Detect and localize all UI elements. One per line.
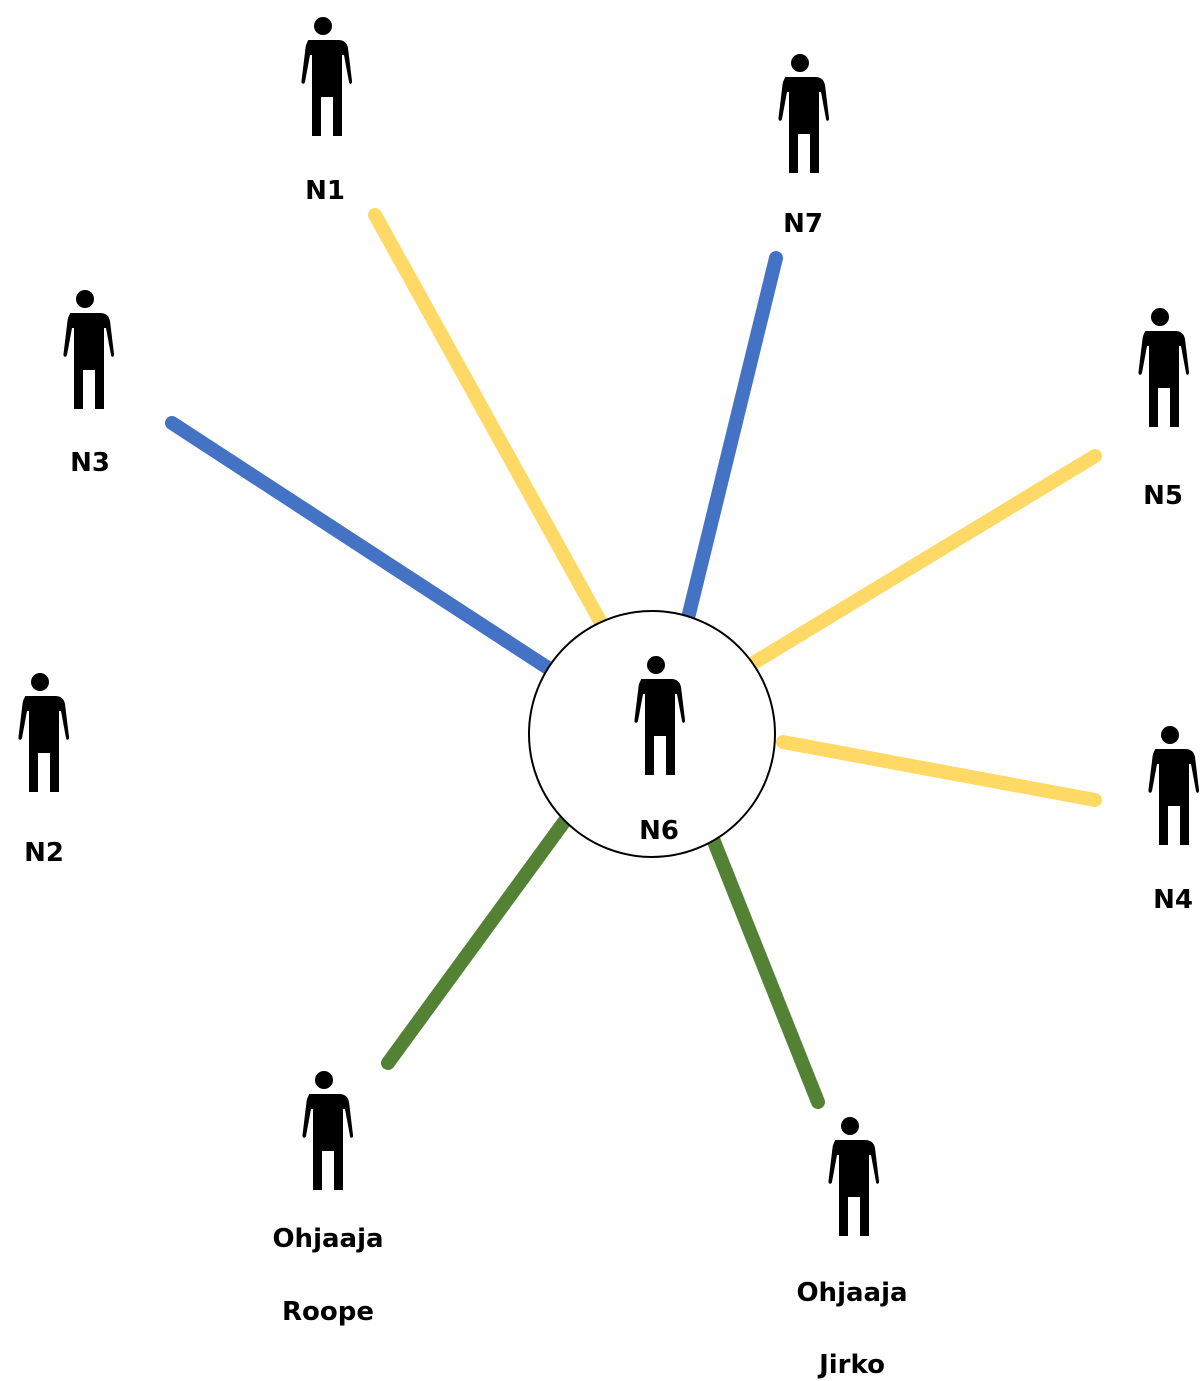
label-jirko-name: Jirko (817, 1350, 885, 1380)
link-n6-n5 (748, 449, 1102, 669)
label-n4: N4 (1153, 885, 1193, 915)
label-roope-name: Roope (282, 1297, 374, 1327)
person-icon-n1 (301, 17, 353, 136)
label-n5: N5 (1143, 481, 1183, 511)
link-n6-n1 (368, 208, 612, 637)
link-n6-roope (381, 815, 571, 1070)
link-n6-n4 (776, 735, 1102, 807)
label-n3: N3 (70, 448, 110, 478)
label-roope-role: Ohjaaja (272, 1224, 383, 1254)
person-icon-n3 (63, 290, 115, 409)
person-icon-n7 (778, 54, 830, 173)
person-icon-n5 (1138, 308, 1190, 427)
label-jirko-role: Ohjaaja (796, 1278, 907, 1308)
label-n2: N2 (24, 838, 64, 868)
label-n7: N7 (783, 209, 823, 239)
link-n6-n7 (681, 251, 783, 625)
person-icon-n2 (18, 673, 70, 792)
person-icon-n4 (1148, 726, 1200, 845)
label-n1: N1 (305, 176, 345, 206)
person-icon-jirko (828, 1117, 880, 1236)
label-n6: N6 (639, 816, 679, 846)
link-n6-jirko (706, 832, 825, 1109)
person-icon-roope (302, 1071, 354, 1190)
link-n6-n3 (165, 416, 558, 677)
